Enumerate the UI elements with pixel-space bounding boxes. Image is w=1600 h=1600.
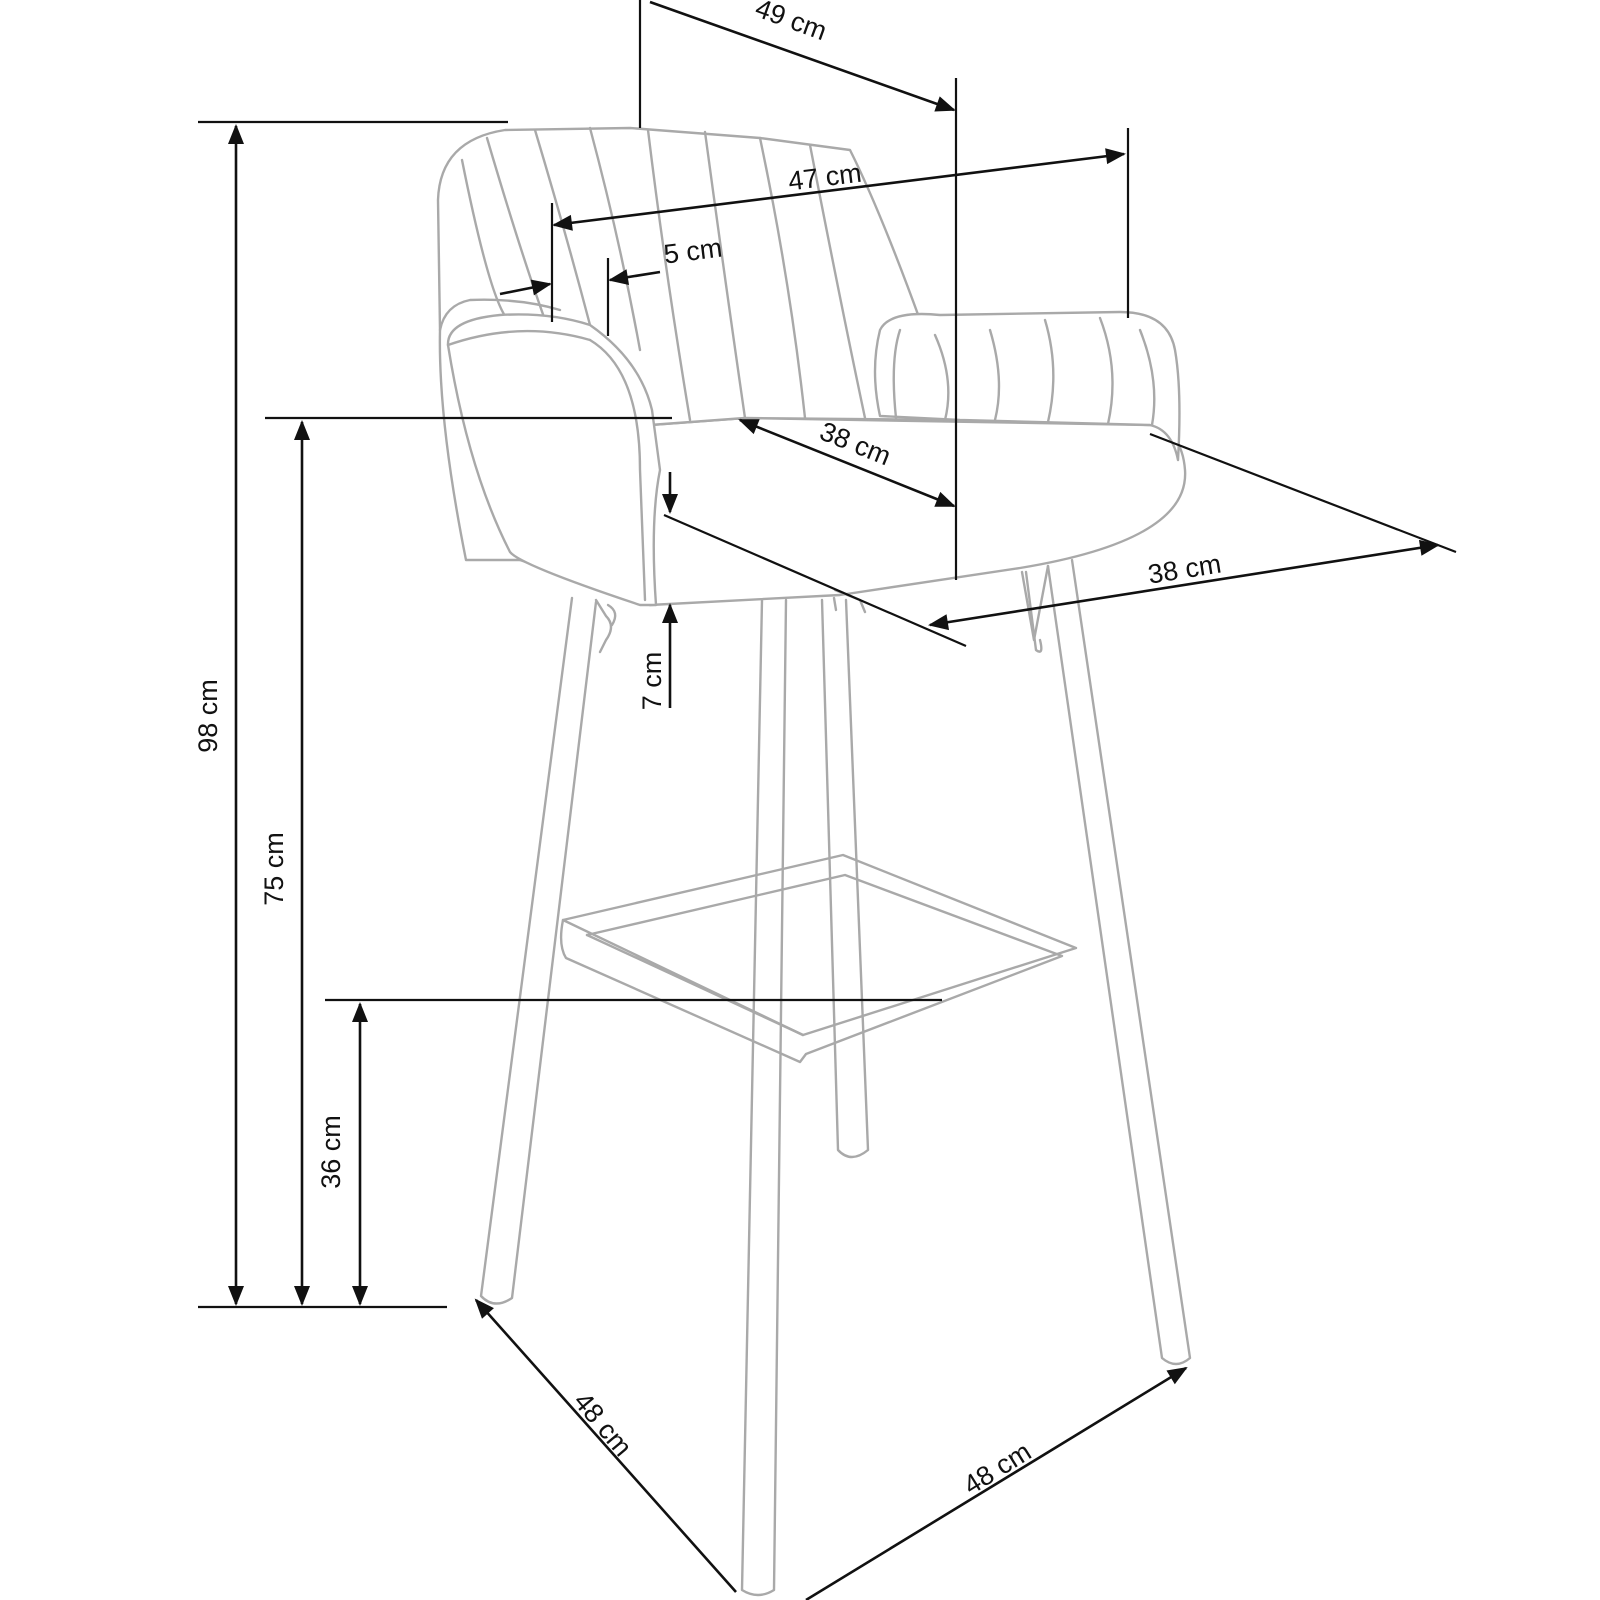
front-leg-left <box>479 596 598 1305</box>
label-seat-width: 38 cm <box>1146 549 1223 590</box>
ext-seat-front-diagonal <box>663 513 967 648</box>
dim-seat-depth-line <box>738 418 956 508</box>
armrest-left <box>438 298 662 607</box>
dim-depth-top-line <box>649 0 956 112</box>
footrest-ring <box>559 853 1078 1064</box>
label-base-width: 48 cm <box>958 1436 1036 1500</box>
dim-seat-width-line <box>928 539 1440 631</box>
label-total-height: 98 cm <box>193 679 223 753</box>
dim-base-depth-line <box>474 1298 737 1593</box>
dim-arm-width-left-arrow <box>499 279 552 296</box>
dimension-lines <box>198 0 1457 1600</box>
dim-arm-width-right-arrow <box>608 269 661 286</box>
label-arm-width: 5 cm <box>662 233 724 270</box>
front-leg-right <box>1046 558 1192 1366</box>
front-leg-center <box>740 598 788 1597</box>
bar-stool-drawing <box>436 126 1192 1597</box>
ext-seat-right-diagonal <box>1149 432 1457 554</box>
armrest-right <box>873 310 1181 462</box>
label-depth-top: 49 cm <box>751 0 830 46</box>
label-footrest-height: 36 cm <box>316 1115 346 1189</box>
label-seat-thickness: 7 cm <box>637 652 667 711</box>
back-leg-center <box>820 598 870 1159</box>
label-seat-height: 75 cm <box>259 832 289 906</box>
label-base-depth: 48 cm <box>568 1386 638 1462</box>
seat-bracket <box>594 598 617 654</box>
dim-back-width-line <box>552 148 1126 231</box>
dim-base-width-line <box>805 1366 1188 1600</box>
